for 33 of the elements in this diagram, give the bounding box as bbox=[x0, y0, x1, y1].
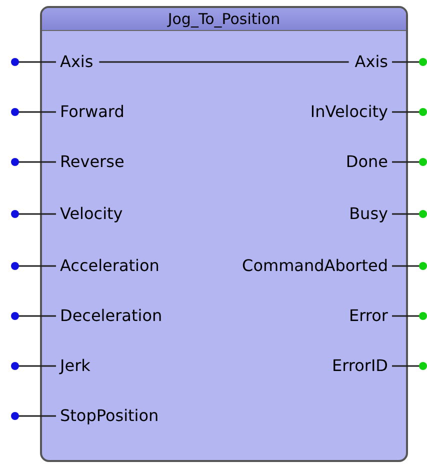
input-pin-label: Reverse bbox=[60, 152, 124, 172]
output-pin-label: Done bbox=[346, 152, 388, 172]
output-pin-label: Axis bbox=[354, 52, 388, 72]
output-pin-line bbox=[392, 210, 427, 218]
output-pin-line bbox=[392, 58, 427, 66]
function-block bbox=[40, 6, 408, 462]
input-pin-label: Jerk bbox=[60, 356, 90, 376]
output-pin-line bbox=[392, 262, 427, 270]
output-pin-line bbox=[392, 108, 427, 116]
output-pin-line bbox=[392, 158, 427, 166]
input-pin-line bbox=[11, 412, 56, 420]
output-pin-line bbox=[392, 312, 427, 320]
input-pin-label: Velocity bbox=[60, 204, 123, 224]
output-pin-label: ErrorID bbox=[332, 356, 388, 376]
input-pin-line bbox=[11, 108, 56, 116]
output-pin-line bbox=[392, 362, 427, 370]
input-pin-line bbox=[11, 158, 56, 166]
output-pin-label: Busy bbox=[349, 204, 388, 224]
input-pin-line bbox=[11, 312, 56, 320]
input-pin-label: Acceleration bbox=[60, 256, 160, 276]
input-pin-line bbox=[11, 58, 56, 66]
output-pin-label: Error bbox=[349, 306, 388, 326]
output-pin-label: InVelocity bbox=[310, 102, 388, 122]
output-pin-label: CommandAborted bbox=[242, 256, 388, 276]
input-pin-line bbox=[11, 362, 56, 370]
input-pin-line bbox=[11, 210, 56, 218]
input-pin-label: Axis bbox=[60, 52, 94, 72]
input-pin-label: Forward bbox=[60, 102, 124, 122]
input-pin-line bbox=[11, 262, 56, 270]
block-title: Jog_To_Position bbox=[42, 8, 406, 31]
input-pin-label: Deceleration bbox=[60, 306, 162, 326]
connector-line bbox=[99, 61, 349, 63]
input-pin-label: StopPosition bbox=[60, 406, 159, 426]
